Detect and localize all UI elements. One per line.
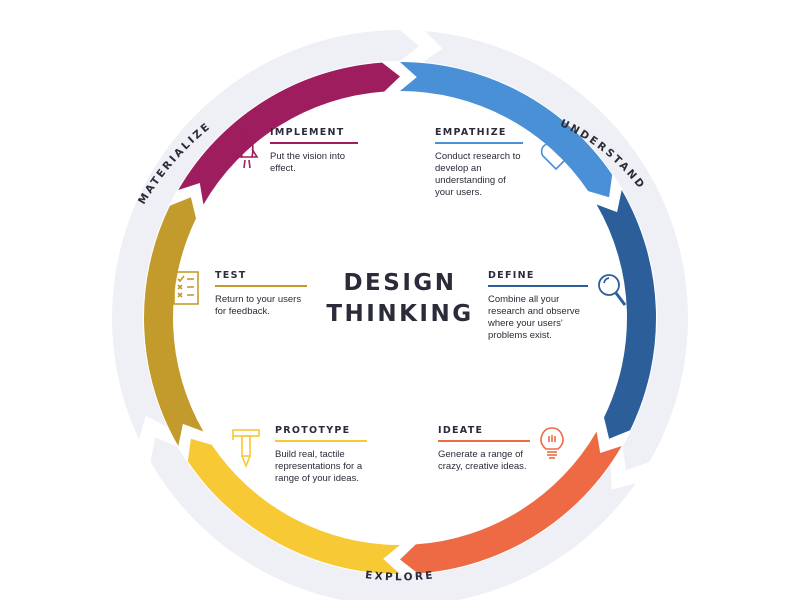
outer-phase-ring [112, 30, 688, 600]
stage-title-define: DEFINE [488, 270, 588, 287]
stage-ideate: IDEATE Generate a range of crazy, creati… [438, 425, 530, 473]
stage-title-empathize: EMPATHIZE [435, 127, 523, 144]
stage-desc-empathize: Conduct research to develop an understan… [435, 151, 521, 198]
stage-desc-implement: Put the vision into effect. [270, 151, 345, 174]
checklist-icon [173, 271, 199, 305]
ring-segment-prototype [187, 438, 400, 574]
stage-desc-prototype: Build real, tactile representations for … [275, 449, 363, 484]
ring-segment-test [144, 197, 204, 446]
stage-desc-ideate: Generate a range of crazy, creative idea… [438, 449, 527, 472]
stage-title-test: TEST [215, 270, 307, 287]
rocket-icon [235, 131, 259, 169]
outer-segment-explore [150, 437, 636, 600]
center-title-line1: DESIGN [343, 270, 457, 296]
stage-empathize: EMPATHIZE Conduct research to develop an… [435, 127, 523, 199]
stage-implement: IMPLEMENT Put the vision into effect. [270, 127, 358, 175]
outer-segment-understand [422, 31, 688, 471]
magnifier-icon [598, 274, 627, 306]
stage-title-implement: IMPLEMENT [270, 127, 358, 144]
phase-label-explore: EXPLORE [365, 569, 436, 583]
ring-segment-empathize [400, 62, 613, 198]
stage-title-ideate: IDEATE [438, 425, 530, 442]
ring-segment-define [596, 190, 656, 439]
stage-desc-test: Return to your users for feedback. [215, 294, 302, 317]
stage-desc-define: Combine all your research and observe wh… [488, 294, 580, 341]
ring-segment-implement [178, 62, 400, 205]
stage-test: TEST Return to your users for feedback. [215, 270, 307, 318]
inner-stage-ring [144, 62, 656, 574]
heart-person-icon [540, 132, 572, 171]
stage-prototype: PROTOTYPE Build real, tactile representa… [275, 425, 367, 485]
center-title-line2: THINKING [326, 301, 474, 327]
ring-segment-ideate [400, 431, 622, 574]
lightbulb-icon [540, 427, 564, 459]
outer-segment-materialize [112, 30, 419, 440]
tools-icon [232, 429, 260, 469]
center-title: DESIGN THINKING [300, 268, 500, 330]
stage-define: DEFINE Combine all your research and obs… [488, 270, 588, 342]
stage-title-prototype: PROTOTYPE [275, 425, 367, 442]
